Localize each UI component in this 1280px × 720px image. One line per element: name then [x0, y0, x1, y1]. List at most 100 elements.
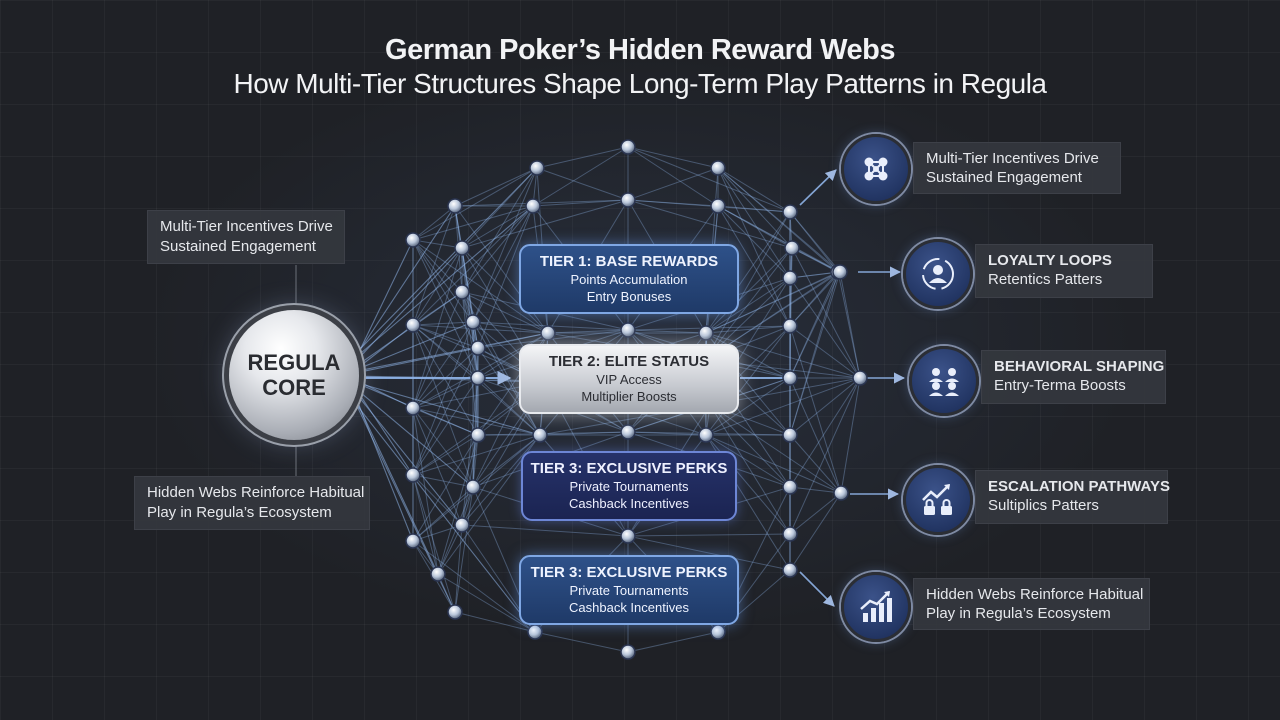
web-edge	[461, 377, 479, 526]
web-edge	[717, 205, 791, 213]
web-edge	[472, 167, 538, 323]
core-ray	[353, 385, 414, 476]
core-ray	[353, 390, 463, 526]
page-subtitle: How Multi-Tier Structures Shape Long-Ter…	[233, 68, 1047, 99]
web-edge	[627, 146, 719, 207]
web-edge	[461, 434, 541, 526]
web-edge	[412, 324, 479, 379]
web-edge	[789, 377, 861, 436]
core-ray	[353, 395, 439, 575]
tier-card-exclusive-perks-secondary: TIER 3: EXCLUSIVE PERKS Private Tourname…	[519, 555, 739, 625]
web-edge	[709, 404, 791, 488]
web-edge	[477, 431, 629, 436]
web-edge	[412, 205, 456, 326]
web-edge	[454, 524, 463, 613]
web-edge	[461, 199, 629, 249]
web-edge	[705, 325, 791, 436]
web-node	[782, 204, 798, 220]
web-edge	[412, 407, 463, 526]
outcome-detail: Play in Regula’s Ecosystem	[926, 605, 1111, 622]
web-edge	[789, 211, 841, 273]
web-edge	[412, 167, 538, 241]
web-node	[833, 485, 849, 501]
core-ray	[353, 381, 541, 436]
web-node	[470, 340, 486, 356]
web-edge	[461, 291, 479, 436]
web-edge	[412, 239, 463, 249]
web-edge	[627, 631, 719, 653]
web-edge	[477, 332, 549, 379]
web-edge	[789, 211, 839, 273]
web-edge	[705, 247, 793, 334]
web-edge	[534, 631, 629, 653]
tier-card-base-rewards: TIER 1: BASE REWARDS Points Accumulation…	[519, 244, 739, 314]
web-edge	[412, 474, 439, 575]
web-node	[782, 562, 798, 578]
web-edge	[705, 277, 791, 334]
web-edge	[454, 205, 474, 323]
web-edge	[472, 205, 534, 323]
web-node	[784, 240, 800, 256]
web-edge	[717, 167, 841, 273]
outcome-card-loyalty-loops: LOYALTY LOOPS Retentics Patters	[975, 244, 1153, 298]
web-edge	[705, 332, 791, 379]
left-note-engagement: Multi-Tier Incentives Drive Sustained En…	[147, 210, 345, 264]
web-edge	[837, 271, 861, 379]
outcome-arrow	[799, 169, 837, 206]
web-node	[620, 644, 636, 660]
web-edge	[412, 486, 474, 542]
note-line: Multi-Tier Incentives Drive	[160, 218, 333, 235]
web-edge	[412, 321, 474, 476]
web-edge	[532, 146, 629, 207]
web-node	[620, 322, 636, 338]
web-edge	[539, 431, 629, 436]
web-edge	[627, 146, 791, 213]
web-edge	[412, 474, 474, 488]
web-node	[620, 192, 636, 208]
web-edge	[627, 146, 719, 169]
web-edge	[717, 205, 791, 327]
web-edge	[789, 377, 861, 488]
web-edge	[789, 325, 842, 494]
web-edge	[717, 167, 791, 279]
outcome-card-escalation-pathways: ESCALATION PATHWAYS Sultiplics Patters	[975, 470, 1170, 524]
core-ray	[353, 205, 534, 360]
web-node	[620, 424, 636, 440]
web-node	[454, 284, 470, 300]
web-node	[465, 479, 481, 495]
web-edge	[717, 167, 791, 327]
web-edge	[412, 474, 456, 613]
web-edge	[789, 271, 839, 327]
web-node	[782, 318, 798, 334]
web-edge	[789, 271, 841, 327]
web-edge	[789, 492, 842, 571]
web-edge	[704, 211, 791, 361]
outcome-card-behavioral-shaping: BEHAVIORAL SHAPING Entry-Terma Boosts	[981, 350, 1166, 404]
tier-detail: Cashback Incentives	[569, 600, 689, 615]
outcome-title: BEHAVIORAL SHAPING	[994, 358, 1165, 375]
web-edge	[477, 205, 534, 349]
web-edge	[627, 199, 793, 249]
web-edge	[472, 434, 541, 488]
web-edge	[412, 407, 474, 488]
web-edge	[717, 205, 841, 273]
web-edge	[789, 377, 861, 535]
tier-title: TIER 2: ELITE STATUS	[548, 353, 710, 370]
core-label-line-1: REGULA	[247, 350, 341, 375]
web-edge	[536, 146, 629, 169]
web-node	[405, 232, 421, 248]
note-line: Play in Regula’s Ecosystem	[147, 504, 332, 521]
web-node	[832, 264, 848, 280]
core-ray	[353, 324, 414, 372]
web-node	[470, 427, 486, 443]
web-node	[447, 604, 463, 620]
web-edge	[627, 167, 719, 201]
tier-title: TIER 3: EXCLUSIVE PERKS	[530, 564, 728, 581]
web-node	[405, 317, 421, 333]
web-edge	[412, 205, 456, 241]
web-edge	[789, 486, 842, 494]
web-node	[782, 370, 798, 386]
core-label-line-2: CORE	[262, 375, 326, 400]
trend-lock-icon	[903, 465, 973, 535]
web-node	[405, 467, 421, 483]
